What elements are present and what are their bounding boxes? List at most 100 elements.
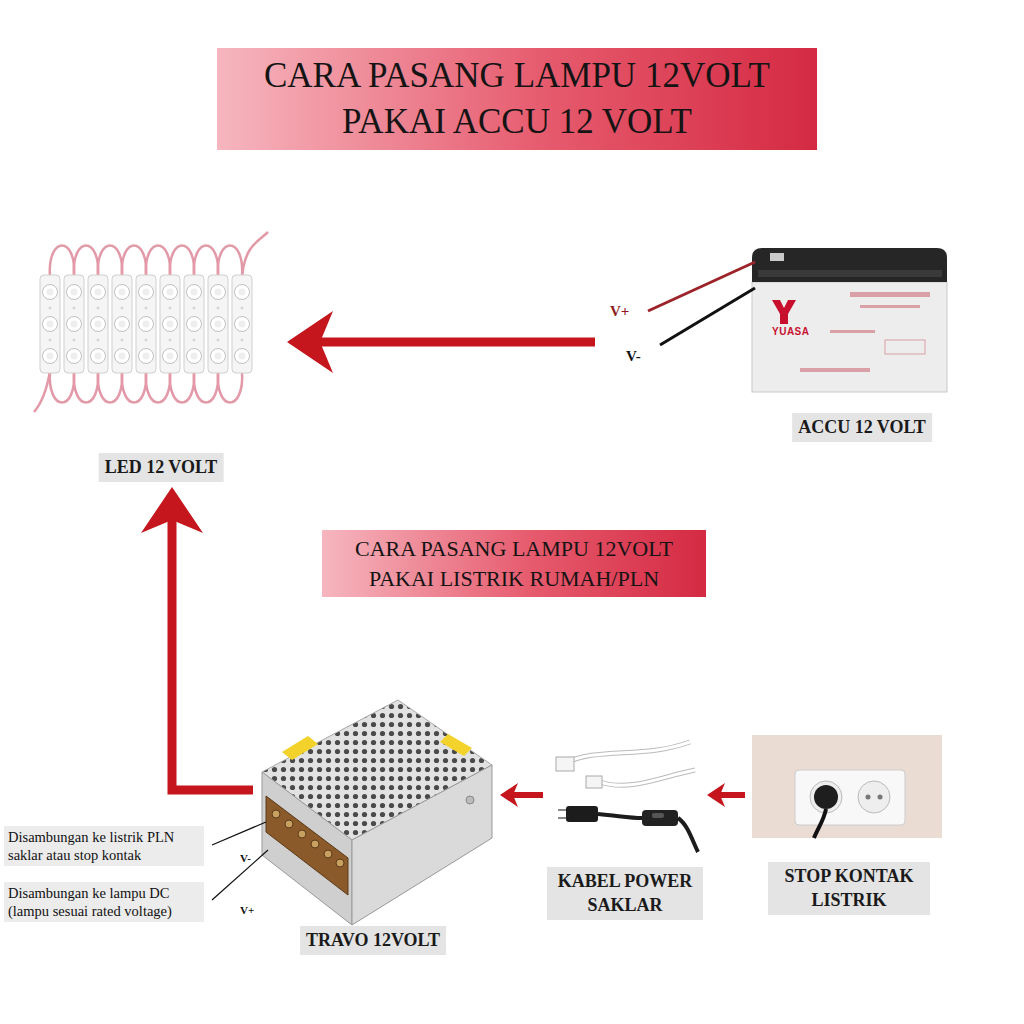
led-wire [122, 371, 146, 403]
power-cable-illustration [556, 742, 698, 852]
caption-group: TRAVO 12VOLT [300, 926, 446, 955]
wiring-note: Disambungan ke lampu DC (lampu sesuai ra… [4, 882, 204, 922]
brand-logo [772, 300, 796, 324]
led-wire [194, 246, 218, 278]
battery-illustration [648, 248, 947, 392]
terminal-screw [324, 850, 332, 858]
cable [560, 742, 690, 765]
device-caption: LED 12 VOLT [99, 453, 224, 482]
cable [598, 814, 642, 818]
led-module [88, 275, 108, 373]
plug [814, 785, 838, 809]
caption-group: LED 12 VOLT [99, 453, 224, 482]
connector-line [513, 792, 543, 798]
led-wire [146, 246, 170, 278]
cable [678, 818, 698, 852]
polarity-label: V+ [610, 302, 629, 320]
cable [560, 742, 690, 765]
led-wire [218, 246, 242, 278]
led-module [160, 275, 180, 373]
power-supply-illustration [212, 700, 492, 925]
plug [566, 806, 598, 822]
title-banner: CARA PASANG LAMPU 12VOLT PAKAI ACCU 12 V… [217, 48, 817, 150]
cable [600, 770, 695, 785]
led-wire [146, 371, 170, 403]
led-wire [218, 371, 242, 403]
battery-terminal [770, 253, 784, 261]
arrow-head [500, 783, 518, 807]
led-wire [34, 371, 50, 412]
socket-plate [795, 770, 905, 825]
warning-sticker [282, 736, 318, 760]
led-wire [74, 246, 98, 278]
connector-arrow [287, 311, 595, 373]
caption-group: KABEL POWER SAKLAR [547, 867, 703, 920]
plug [586, 776, 602, 788]
battery-print [860, 305, 920, 308]
cable [600, 770, 695, 785]
led-wire [98, 246, 122, 278]
arrow-head [707, 783, 725, 807]
device-caption: ACCU 12 VOLT [792, 413, 932, 442]
battery-print [885, 340, 925, 354]
connector-arrow [707, 783, 745, 807]
cable [814, 809, 826, 838]
led-module [208, 275, 228, 373]
led-module [232, 275, 252, 373]
inline-switch [642, 810, 678, 826]
connector-arrow [141, 487, 253, 790]
device-node: KABEL POWER SAKLAR [548, 730, 702, 920]
leader-line [212, 822, 266, 845]
connector-line [172, 519, 253, 790]
led-module [112, 275, 132, 373]
led-module-illustration [34, 232, 268, 412]
led-wire [242, 232, 268, 277]
device-node: LED 12 VOLT [40, 200, 282, 482]
led-module [64, 275, 84, 373]
battery-lid [752, 248, 947, 282]
caption-group: ACCU 12 VOLT [792, 413, 932, 442]
terminal-screw [298, 830, 306, 838]
led-module [40, 275, 60, 373]
terminal-label: V- [240, 852, 251, 864]
socket-hole [866, 795, 871, 800]
warning-sticker [440, 734, 472, 756]
device-node: TRAVO 12VOLT [258, 700, 495, 955]
brand-label: YUASA [772, 326, 810, 338]
led-wire [122, 246, 146, 278]
device-node: STOP KONTAK LISTRIK [750, 733, 945, 915]
wall-socket-illustration [752, 735, 942, 838]
terminal-screw [285, 820, 293, 828]
negative-wire [660, 288, 755, 345]
battery-print [850, 292, 930, 297]
device-caption: TRAVO 12VOLT [300, 926, 446, 955]
led-module [184, 275, 204, 373]
leader-line [212, 850, 268, 900]
switch-button [652, 813, 664, 818]
supply-side [352, 765, 492, 925]
polarity-label: V- [626, 347, 641, 365]
plug-pin [558, 817, 566, 819]
connector-arrow [500, 783, 543, 807]
battery-body [752, 282, 947, 392]
terminal-screw [272, 810, 280, 818]
arrow-head [287, 311, 333, 373]
positive-wire [648, 262, 755, 311]
plug [556, 757, 574, 771]
connector-line [720, 792, 745, 798]
led-wire [194, 371, 218, 403]
led-wire [98, 371, 122, 403]
wiring-note: Disambungan ke listrik PLN saklar atau s… [4, 826, 204, 866]
terminal-label: V+ [240, 904, 254, 916]
socket-hole [878, 795, 883, 800]
caption-group: STOP KONTAK LISTRIK [768, 862, 930, 915]
terminal-block [266, 796, 348, 895]
device-node: ACCU 12 VOLT [600, 240, 962, 442]
supply-front [262, 772, 352, 925]
battery-lid-edge [758, 270, 942, 277]
led-wire [74, 371, 98, 403]
socket [810, 781, 842, 813]
socket [858, 781, 890, 813]
mount-hole [466, 796, 474, 804]
